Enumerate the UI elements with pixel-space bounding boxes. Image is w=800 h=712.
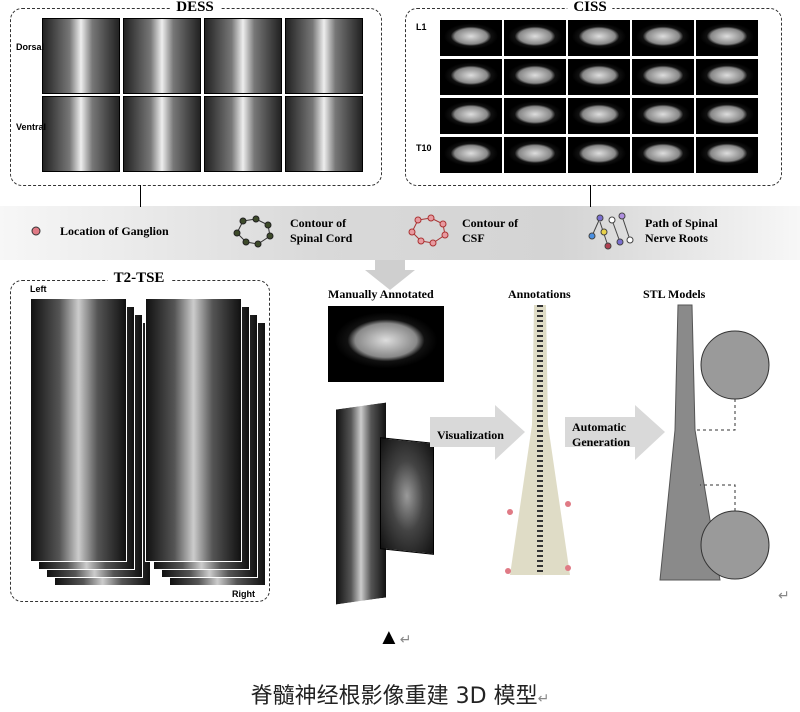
ciss-title: CISS — [567, 0, 613, 16]
t2-sagittal-slice — [30, 298, 127, 562]
ciss-slice — [568, 20, 630, 56]
3d-coronal-plane — [380, 437, 434, 555]
legend-ganglion: Location of Ganglion — [60, 224, 169, 238]
t2tse-title: T2-TSE — [107, 270, 171, 287]
figure-caption: 脊髓神经根影像重建 3D 模型↵ — [0, 678, 800, 710]
nerve-roots-icon — [588, 212, 634, 250]
ciss-slice — [504, 137, 566, 173]
ciss-slice — [504, 59, 566, 95]
stl-model — [659, 304, 770, 581]
ciss-slice — [440, 59, 502, 95]
csf-contour-icon — [408, 214, 449, 247]
right-label: Right — [230, 589, 257, 599]
ventral-label: Ventral — [16, 122, 47, 132]
ciss-slice — [696, 20, 758, 56]
ciss-slice — [440, 137, 502, 173]
generation-arrow-icon — [565, 405, 665, 460]
return-mark: ↵ — [778, 589, 790, 604]
marker: ▲ — [378, 624, 400, 649]
ciss-slice — [504, 98, 566, 134]
caption-text: 脊髓神经根影像重建 3D 模型 — [250, 684, 538, 709]
ciss-slice — [632, 137, 694, 173]
ciss-slice — [632, 59, 694, 95]
visualization-arrow-icon — [430, 405, 525, 460]
manual-label: Manually Annotated — [328, 287, 434, 301]
dorsal-label: Dorsal — [16, 42, 45, 52]
ciss-slice — [632, 98, 694, 134]
l1-label: L1 — [416, 22, 427, 32]
zoom-detail-bottom — [700, 510, 770, 580]
ciss-slice — [568, 137, 630, 173]
dess-slice — [204, 96, 282, 172]
dess-slice — [285, 96, 363, 172]
t2-sagittal-slice — [145, 298, 242, 562]
legend-csf: Contour of CSF — [462, 216, 519, 245]
dess-slice — [123, 18, 201, 94]
ciss-slice — [440, 20, 502, 56]
annotations-point-cloud — [505, 305, 571, 575]
ciss-slice — [696, 98, 758, 134]
legend-spinal-cord: Contour of Spinal Cord — [290, 216, 353, 245]
legend-nerve-roots: Path of Spinal Nerve Roots — [645, 216, 718, 245]
annotations-label: Annotations — [508, 287, 571, 301]
dess-slice — [123, 96, 201, 172]
connector — [140, 185, 141, 207]
dess-slice — [285, 18, 363, 94]
triangle-marker: ▲↵ — [378, 624, 412, 650]
connector — [590, 185, 591, 207]
legend-band — [0, 206, 800, 260]
dess-title: DESS — [170, 0, 220, 16]
visualization-label: Visualization — [437, 428, 504, 442]
ganglion-icon — [31, 226, 41, 236]
ciss-slice — [632, 20, 694, 56]
automatic-label: Automatic Generation — [572, 420, 630, 449]
zoom-detail-top — [700, 330, 770, 400]
ciss-slice — [568, 98, 630, 134]
ciss-slice — [696, 59, 758, 95]
return-mark: ↵ — [399, 633, 412, 648]
dess-slice — [42, 18, 120, 94]
ciss-slice — [504, 20, 566, 56]
stl-label: STL Models — [643, 287, 706, 301]
return-mark: ↵ — [537, 691, 550, 707]
down-arrow-icon — [365, 260, 415, 290]
spinal-cord-contour-icon — [233, 215, 274, 248]
ciss-slice — [696, 137, 758, 173]
ciss-slice — [440, 98, 502, 134]
dess-slice — [42, 96, 120, 172]
ciss-slice — [568, 59, 630, 95]
annotated-axial-image — [328, 306, 444, 382]
dess-slice — [204, 18, 282, 94]
left-label: Left — [30, 284, 47, 294]
t10-label: T10 — [416, 143, 432, 153]
legend-icons — [31, 212, 634, 250]
